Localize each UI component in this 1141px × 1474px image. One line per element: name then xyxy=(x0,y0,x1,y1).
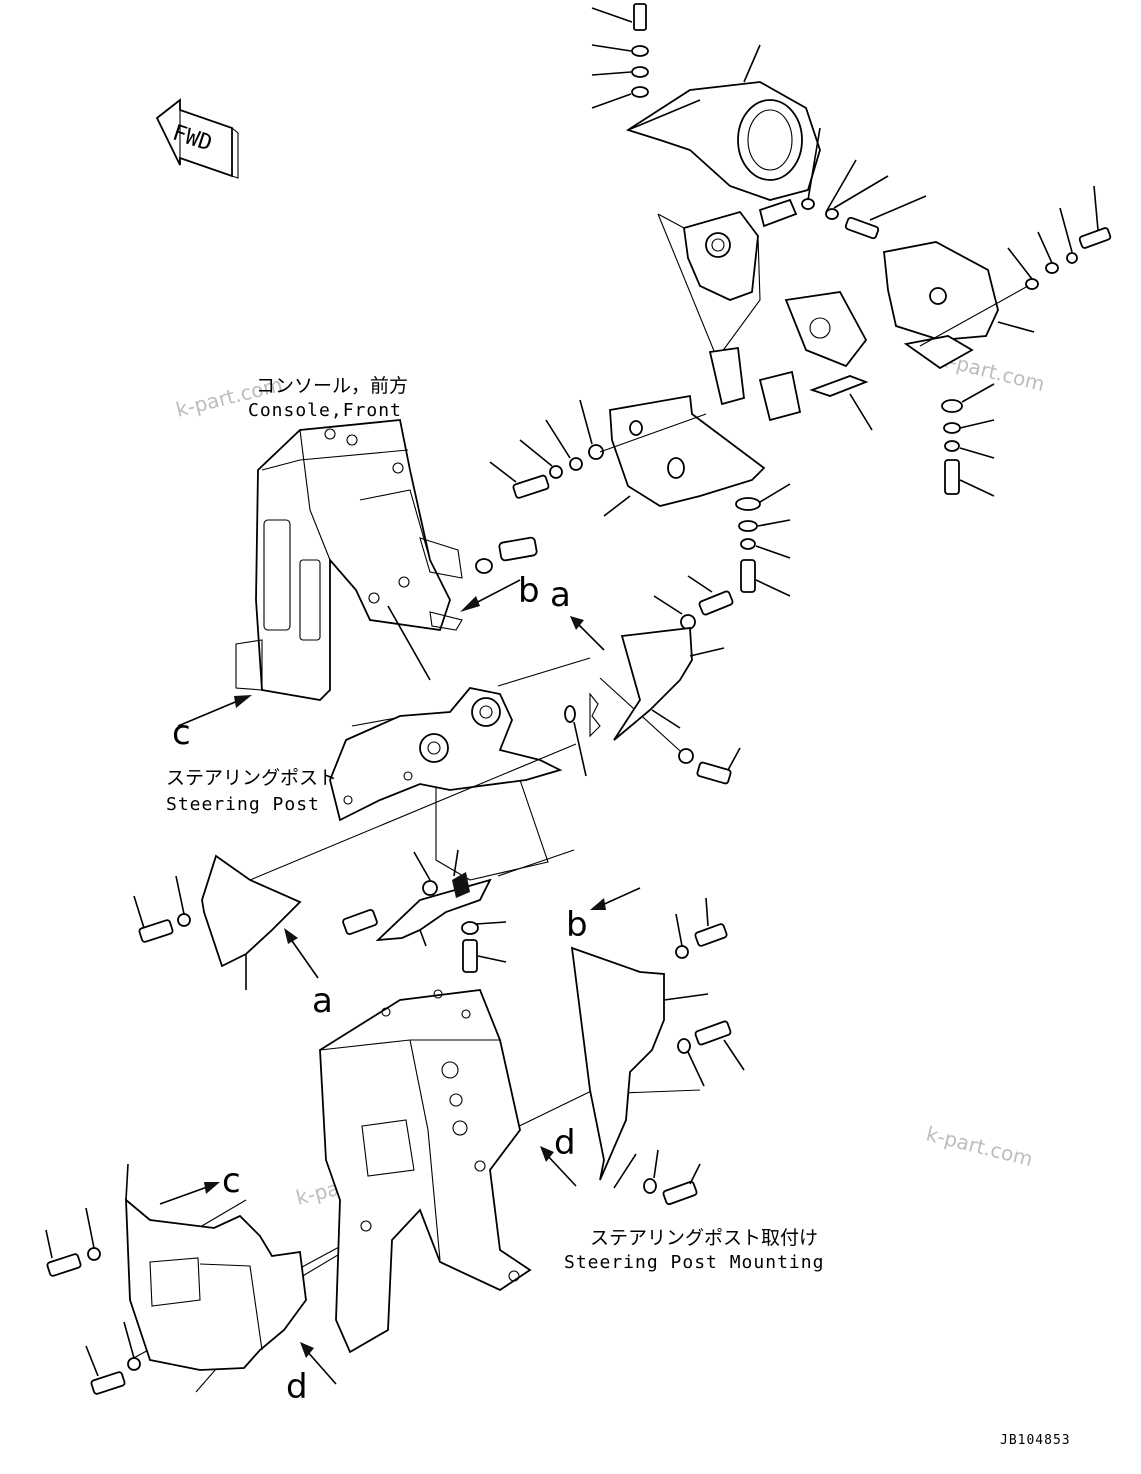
left-mid-fasteners xyxy=(489,399,707,499)
post-clamp-part xyxy=(342,849,507,973)
callout-b-bottom: b xyxy=(566,905,588,945)
steering-post-mounting-label-en: Steering Post Mounting xyxy=(564,1252,824,1273)
right-column-cover xyxy=(883,185,1112,370)
console-front-label-en: Console,Front xyxy=(248,400,402,421)
callout-a-top: a xyxy=(550,575,571,615)
right-lower-fasteners xyxy=(941,383,995,497)
callout-arrows xyxy=(159,579,641,1385)
upper-fastener-stack xyxy=(591,3,649,109)
centre-vertical-fasteners xyxy=(735,483,791,597)
callout-b-top: b xyxy=(518,571,540,611)
post-side-fasteners xyxy=(564,575,741,785)
steering-post-label-jp: ステアリングポスト xyxy=(166,767,337,789)
callout-a-bottom: a xyxy=(312,981,333,1021)
callout-c-top: c xyxy=(172,713,191,753)
upper-column-cover xyxy=(625,44,821,201)
callout-d-right: d xyxy=(554,1123,576,1163)
mid-bracket-parts xyxy=(708,291,873,431)
cover-b-right xyxy=(570,897,745,1206)
callout-d-bottom: d xyxy=(286,1367,308,1407)
cover-c-left xyxy=(45,1163,307,1395)
steering-column-unit xyxy=(657,198,798,391)
callout-c-bottom: c xyxy=(222,1161,241,1201)
right-upper-fasteners xyxy=(801,127,927,240)
steering-post-label-en: Steering Post xyxy=(166,794,320,815)
steering-post-mounting-frame xyxy=(319,989,532,1354)
drawing-code: JB104853 xyxy=(1000,1433,1071,1448)
steering-post-assembly xyxy=(329,605,591,881)
cover-a-right xyxy=(613,626,725,741)
console-front-assembly xyxy=(235,419,538,701)
steering-post-mounting-label-jp: ステアリングポスト取付け xyxy=(590,1227,818,1249)
console-front-label-jp: コンソール，前方 xyxy=(256,375,408,397)
fwd-arrow-icon: FWD xyxy=(155,98,239,179)
cover-a-left xyxy=(133,854,302,990)
lower-column-cover xyxy=(603,394,766,517)
watermark-3: k-part.com xyxy=(924,1122,1035,1172)
